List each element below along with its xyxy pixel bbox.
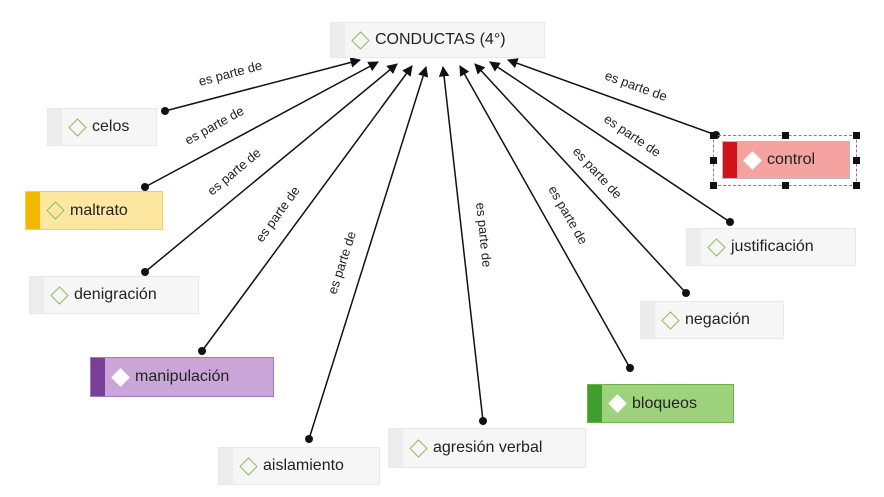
node-label: justificación (731, 238, 814, 255)
edge-label: es parte de (545, 183, 591, 247)
node-label: agresión verbal (433, 439, 543, 456)
node-label: aislamiento (263, 457, 344, 474)
resize-handle[interactable] (853, 182, 860, 189)
edge-label: es parte de (252, 183, 302, 244)
edge-justificacion[interactable]: es parte de (489, 61, 734, 226)
node-justificacion[interactable]: justificación (686, 228, 856, 266)
edge-label: es parte de (601, 111, 663, 160)
node-label: maltrato (70, 201, 128, 219)
diamond-icon (68, 117, 87, 137)
edge-label: es parte de (182, 103, 246, 148)
node-manipulacion[interactable]: manipulación (90, 357, 274, 397)
root-node-conductas[interactable]: CONDUCTAS (4°) (330, 22, 545, 58)
diamond-icon (46, 201, 65, 220)
edge-label: es parte de (204, 145, 263, 198)
diamond-icon (608, 394, 627, 413)
edge-maltrato[interactable]: es parte de (141, 61, 379, 191)
diamond-icon (239, 456, 258, 476)
node-control[interactable]: control (722, 141, 850, 179)
root-node-label: CONDUCTAS (4°) (375, 31, 506, 48)
resize-handle[interactable] (782, 182, 789, 189)
diamond-icon (409, 438, 428, 458)
diamond-icon (661, 310, 680, 330)
node-agresion-verbal[interactable]: agresión verbal (388, 428, 586, 468)
diamond-icon (50, 285, 69, 305)
resize-handle[interactable] (782, 132, 789, 139)
resize-handle[interactable] (710, 182, 717, 189)
edge-label: es parte de (570, 144, 625, 202)
edge-label: es parte de (197, 58, 264, 89)
edge-denigracion[interactable]: es parte de (141, 63, 398, 276)
resize-handle[interactable] (853, 157, 860, 164)
resize-handle[interactable] (710, 157, 717, 164)
diamond-icon (351, 30, 370, 50)
node-label: bloqueos (632, 394, 697, 412)
edge-celos[interactable]: es parte de (161, 57, 362, 115)
node-aislamiento[interactable]: aislamiento (218, 447, 380, 485)
node-label: denigración (74, 286, 157, 303)
node-denigracion[interactable]: denigración (29, 276, 199, 314)
edge-aislamiento[interactable]: es parte de (305, 65, 429, 443)
node-label: negación (685, 311, 750, 328)
node-label: manipulación (135, 368, 230, 385)
node-maltrato[interactable]: maltrato (25, 191, 163, 230)
diamond-icon (707, 237, 726, 257)
node-label: celos (92, 118, 130, 135)
diamond-icon (111, 367, 130, 387)
edge-label: es parte de (473, 202, 495, 268)
resize-handle[interactable] (710, 132, 717, 139)
edge-label: es parte de (325, 229, 359, 295)
diamond-icon (743, 150, 762, 170)
node-label: control (767, 151, 816, 168)
node-celos[interactable]: celos (47, 108, 157, 146)
node-negacion[interactable]: negación (640, 301, 784, 339)
edge-agresion[interactable]: es parte de (438, 65, 495, 425)
node-bloqueos[interactable]: bloqueos (587, 384, 734, 423)
resize-handle[interactable] (853, 132, 860, 139)
